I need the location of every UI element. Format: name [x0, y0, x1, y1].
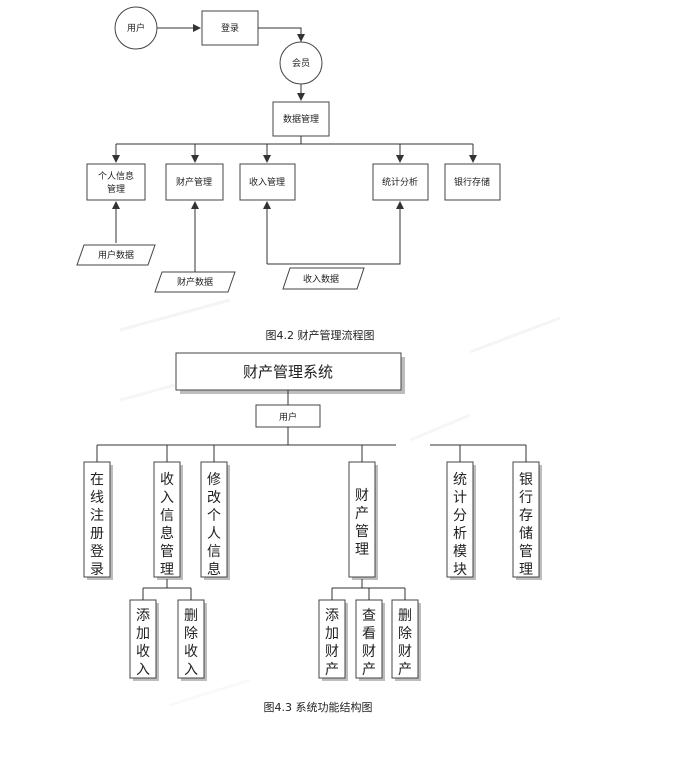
scan-artifacts	[119, 298, 561, 707]
flow-personal-info-node: 个人信息 管理	[86, 163, 146, 201]
property-child-2-label: 删除财产	[398, 608, 412, 678]
module-edit-profile: 修改个人信息	[200, 461, 230, 580]
flow-income-data-label: 收入数据	[303, 273, 339, 285]
flow-property-mgmt-label: 财产管理	[176, 176, 212, 188]
module-income-info-label: 收入信息管理	[160, 472, 174, 578]
module-edit-profile-label: 修改个人信息	[207, 472, 221, 578]
edge-login-member	[258, 27, 305, 42]
property-child-1: 查看财产	[355, 599, 385, 681]
flow-data-mgmt-node: 数据管理	[272, 101, 330, 137]
flow-bank-storage-node: 银行存储	[444, 163, 501, 201]
flow-stats-label: 统计分析	[382, 176, 418, 188]
module-register-login: 在线注册登录	[83, 461, 113, 580]
module-bank-storage: 银行存储管理	[512, 461, 542, 580]
flow-bank-storage-label: 银行存储	[454, 176, 490, 188]
flow-member-label: 会员	[292, 57, 310, 69]
module-property-label: 财产管理	[355, 488, 369, 558]
structure-diagram: 财产管理系统 用户 在线注册登录 收入信息管理 修改个人信息 财产管理 统计分析模块 银行…	[83, 352, 542, 714]
struct-user-label: 用户	[279, 411, 297, 423]
income-child-0-label: 添加收入	[136, 608, 150, 678]
income-child-1-label: 删除收入	[184, 608, 198, 678]
flow-property-data-label: 财产数据	[177, 276, 213, 288]
property-child-0: 添加财产	[318, 599, 348, 681]
flow-personal-info-line1: 个人信息	[98, 170, 134, 182]
struct-title-label: 财产管理系统	[243, 363, 333, 381]
module-stats: 统计分析模块	[446, 461, 476, 580]
flow-income-mgmt-node: 收入管理	[239, 163, 296, 201]
flow-income-data-node: 收入数据	[282, 267, 365, 290]
property-child-0-label: 添加财产	[325, 608, 339, 678]
property-child-2: 删除财产	[391, 599, 421, 681]
flow-caption: 图4.2 财产管理流程图	[266, 328, 375, 342]
flow-stats-node: 统计分析	[372, 163, 429, 201]
module-register-login-label: 在线注册登录	[90, 472, 104, 578]
module-bank-storage-label: 银行存储管理	[519, 472, 533, 578]
struct-caption: 图4.3 系统功能结构图	[264, 700, 373, 714]
flow-user-node: 用户	[114, 6, 158, 50]
flow-property-data-node: 财产数据	[154, 271, 236, 293]
income-child-0: 添加收入	[129, 599, 159, 681]
module-income-info: 收入信息管理	[153, 461, 183, 580]
struct-title-node: 财产管理系统	[175, 352, 405, 394]
flow-user-label: 用户	[127, 22, 145, 34]
flow-personal-info-line2: 管理	[107, 183, 125, 195]
property-child-1-label: 查看财产	[362, 608, 376, 678]
struct-user-node: 用户	[255, 404, 321, 428]
flow-property-mgmt-node: 财产管理	[165, 163, 224, 201]
flow-diagram: 用户 登录 会员 数据管理 个人信息	[76, 6, 501, 342]
module-stats-label: 统计分析模块	[453, 472, 467, 578]
flow-login-node: 登录	[201, 10, 259, 46]
income-child-1: 删除收入	[177, 599, 207, 681]
flow-login-label: 登录	[221, 23, 239, 34]
flow-data-mgmt-label: 数据管理	[283, 113, 319, 125]
flow-user-data-node: 用户数据	[76, 244, 156, 266]
edge-incdata-stats	[267, 201, 404, 265]
flow-member-node: 会员	[279, 41, 323, 85]
module-property: 财产管理	[348, 461, 378, 580]
flow-user-data-label: 用户数据	[98, 249, 134, 261]
flow-income-mgmt-label: 收入管理	[249, 176, 285, 188]
